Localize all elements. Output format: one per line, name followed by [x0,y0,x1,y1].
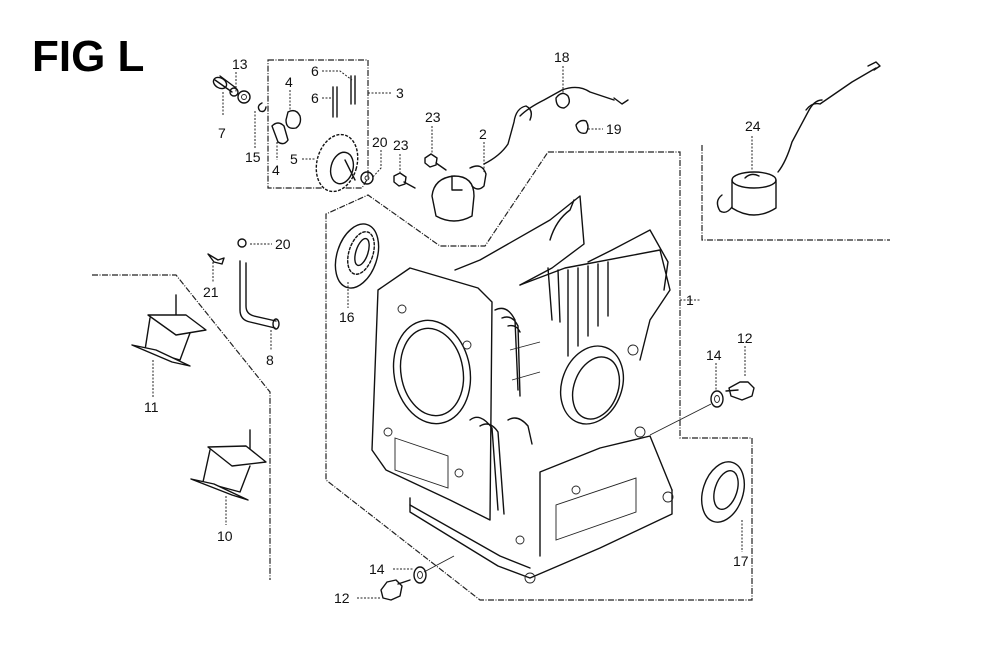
part-4-governor-weight[interactable] [271,109,302,145]
callout-12-right: 12 [737,330,753,346]
oil-switch-box [701,145,890,241]
callout-7: 7 [218,125,226,141]
callout-8: 8 [266,352,274,368]
callout-labels: 1 2 3 4 4 5 6 6 7 8 10 11 12 12 13 14 14… [144,49,761,606]
callout-23-lower: 23 [393,137,409,153]
mount-group-outline [92,274,271,580]
part-24-oil-level-switch[interactable] [716,61,881,216]
callout-24: 24 [745,118,761,134]
callout-2: 2 [479,126,487,142]
bolt-12-axis-line [649,403,712,436]
part-20-washer-gov[interactable] [360,171,374,185]
callout-11: 11 [144,399,159,415]
figure-title: FIG L [32,32,145,81]
cylinder-group-outline [325,151,753,601]
callout-4-upper: 4 [285,74,293,90]
callout-23-upper: 23 [425,109,441,125]
callout-5: 5 [290,151,298,167]
callout-21: 21 [203,284,219,300]
callout-18: 18 [554,49,570,65]
part-16-ball-bearing[interactable] [328,218,386,293]
part-12-drain-plug-bolt-right[interactable] [725,381,755,401]
part-13-washer[interactable] [237,90,251,104]
part-23-flange-bolt-upper[interactable] [424,153,447,171]
callout-3: 3 [396,85,404,101]
part-6-weight-pins[interactable] [332,75,356,118]
part-17-oil-seal[interactable] [694,456,751,527]
callout-12-bottom: 12 [334,590,350,606]
part-23-flange-bolt-lower[interactable] [393,172,416,189]
part-11-engine-mount-rubber[interactable] [131,294,207,367]
callout-17: 17 [733,553,749,569]
part-14-washer-bottom[interactable] [413,566,427,584]
bolt-12-bottom-axis-line [423,555,455,573]
callout-4-lower: 4 [272,162,280,178]
part-1-cylinder-barrel[interactable] [371,195,674,584]
part-10-engine-mount-rubber[interactable] [190,429,267,501]
part-7-governor-arm-shaft[interactable] [211,75,239,97]
part-20-washer-breather[interactable] [237,238,247,248]
part-14-washer-right[interactable] [710,390,724,408]
callout-13: 13 [232,56,248,72]
callout-6-lower: 6 [311,90,319,106]
part-15-clip[interactable] [257,102,267,113]
leader-lines [152,66,753,599]
callout-20-breather: 20 [275,236,291,252]
callout-16: 16 [339,309,355,325]
part-18-wire-grommet[interactable] [555,92,571,109]
part-8-breather-tube[interactable] [239,260,280,330]
callout-14-bottom: 14 [369,561,385,577]
callout-1: 1 [686,292,694,308]
part-19-nut[interactable] [575,119,589,135]
part-12-drain-plug-bolt-bottom[interactable] [380,579,411,601]
part-5-governor-gear[interactable] [310,130,364,196]
callout-15: 15 [245,149,261,165]
callout-20-governor: 20 [372,134,388,150]
part-21-clip[interactable] [207,253,225,265]
callout-19: 19 [606,121,622,137]
callout-10: 10 [217,528,233,544]
callout-6-upper: 6 [311,63,319,79]
callout-14-right: 14 [706,347,722,363]
part-2-oil-alert-switch[interactable] [431,86,629,222]
